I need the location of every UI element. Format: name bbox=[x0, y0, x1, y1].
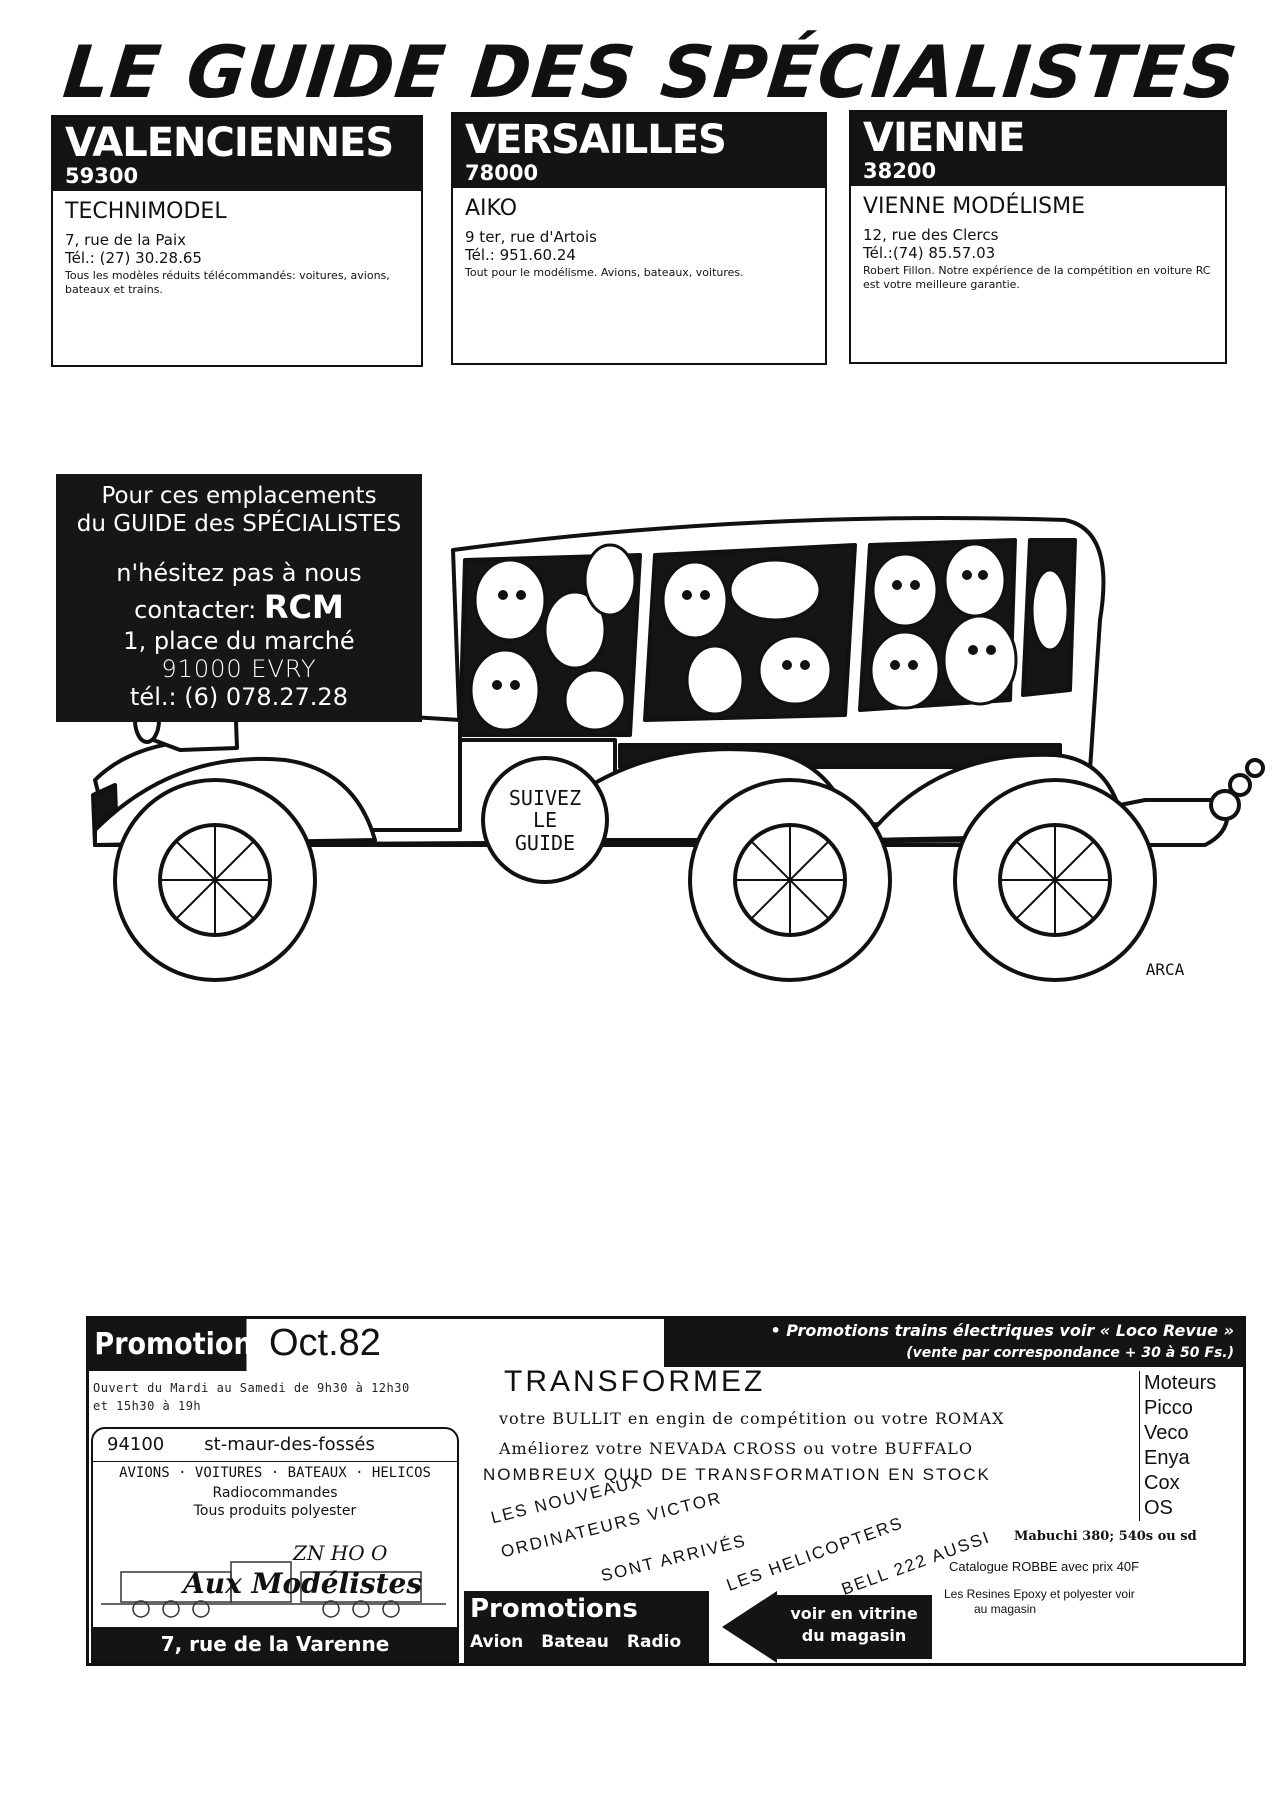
promo-line-c: NOMBREUX QUID DE TRANSFORMATION EN STOCK bbox=[483, 1465, 991, 1484]
promotions-label: Promotions bbox=[89, 1319, 269, 1371]
city-card-versailles: VERSAILLES 78000 AIKO 9 ter, rue d'Artoi… bbox=[451, 112, 827, 365]
city-card-vienne: VIENNE 38200 VIENNE MODÉLISME 12, rue de… bbox=[849, 110, 1227, 364]
motor-item: Veco bbox=[1144, 1422, 1189, 1444]
city-body: AIKO 9 ter, rue d'Artois Tél.: 951.60.24… bbox=[453, 188, 825, 286]
rcm-brand: RCM bbox=[263, 588, 344, 626]
sign-text-1: SUIVEZ bbox=[509, 786, 581, 810]
vitrine-line-2: du magasin bbox=[801, 1626, 907, 1645]
city-header: VIENNE 38200 bbox=[851, 112, 1225, 186]
city-postcode: 38200 bbox=[863, 159, 937, 183]
shop-name: TECHNIMODEL bbox=[65, 199, 227, 224]
shop-postcode: 94100 bbox=[107, 1434, 165, 1455]
shop-description: Tous les modèles réduits télécommandés: … bbox=[65, 269, 390, 296]
city-postcode: 59300 bbox=[65, 164, 139, 188]
shop-description: Robert Fillon. Notre expérience de la co… bbox=[863, 264, 1211, 291]
trains-line-2: (vente par correspondance + 30 à 50 Fs.) bbox=[906, 1345, 1234, 1361]
left-arrow-icon bbox=[722, 1591, 932, 1663]
shop-radio: Radiocommandes bbox=[212, 1485, 338, 1501]
shop-polyester: Tous produits polyester bbox=[193, 1503, 357, 1519]
motor-item: OS bbox=[1144, 1497, 1173, 1519]
shop-phone: Tél.:(74) 85.57.03 bbox=[863, 244, 996, 262]
promo-item: Bateau bbox=[541, 1632, 609, 1652]
motor-item: Cox bbox=[1144, 1472, 1180, 1494]
city-name: VERSAILLES bbox=[465, 117, 727, 163]
sign-text-2: LE bbox=[533, 808, 557, 832]
promo-item: Avion bbox=[470, 1632, 524, 1652]
contact-city: 91000 EVRY bbox=[161, 655, 317, 683]
city-body: TECHNIMODEL 7, rue de la Paix Tél.: (27)… bbox=[53, 191, 421, 303]
handwritten-scales: ZN HO O bbox=[293, 1541, 388, 1565]
resines-line-1: Les Resines Epoxy et polyester voir bbox=[944, 1587, 1135, 1601]
city-name: VALENCIENNES bbox=[65, 120, 394, 166]
contact-line-1: Pour ces emplacements bbox=[101, 483, 377, 509]
shop-address-bar: 7, rue de la Varenne bbox=[93, 1627, 457, 1661]
city-header: VERSAILLES 78000 bbox=[453, 114, 825, 188]
transformez-heading: TRANSFORMEZ bbox=[504, 1365, 766, 1398]
trains-banner: • Promotions trains électriques voir « L… bbox=[664, 1319, 1244, 1367]
shop-address: 9 ter, rue d'Artois bbox=[465, 228, 597, 246]
shop-address: 7, rue de la Paix bbox=[65, 231, 187, 249]
motors-list: Moteurs Picco Veco Enya Cox OS bbox=[1139, 1371, 1244, 1521]
promotions-block-2: Promotions Avion Bateau Radio bbox=[464, 1591, 709, 1663]
promotions-advertisement: Promotions Oct.82 • Promotions trains él… bbox=[86, 1316, 1246, 1666]
shop-name: VIENNE MODÉLISME bbox=[863, 194, 1085, 219]
motor-item: Picco bbox=[1144, 1397, 1193, 1419]
shop-name-script: Aux Modélistes bbox=[183, 1567, 423, 1600]
contact-line-4: contacter: RCM bbox=[56, 590, 422, 627]
promotions-2-items: Avion Bateau Radio bbox=[464, 1627, 709, 1657]
contact-box: Pour ces emplacements du GUIDE des SPÉCI… bbox=[56, 474, 422, 722]
promotions-2-title: Promotions bbox=[470, 1594, 638, 1624]
city-card-valenciennes: VALENCIENNES 59300 TECHNIMODEL 7, rue de… bbox=[51, 115, 423, 367]
city-header: VALENCIENNES 59300 bbox=[53, 117, 421, 191]
shop-phone: Tél.: 951.60.24 bbox=[465, 246, 576, 264]
vitrine-text: voir en vitrine du magasin bbox=[779, 1603, 929, 1647]
promo-item: Radio bbox=[626, 1632, 682, 1652]
contact-address: 1, place du marché bbox=[123, 627, 355, 655]
catalogue-text: Catalogue ROBBE avec prix 40F bbox=[949, 1559, 1140, 1574]
contact-line-2: du GUIDE des SPÉCIALISTES bbox=[76, 511, 402, 537]
contact-prefix: contacter: bbox=[134, 596, 257, 624]
shop-block: 94100 st-maur-des-fossés AVIONS · VOITUR… bbox=[91, 1427, 459, 1663]
trains-line-1: • Promotions trains électriques voir « L… bbox=[770, 1321, 1234, 1340]
sign-text-3: GUIDE bbox=[515, 831, 575, 855]
city-postcode: 78000 bbox=[465, 161, 539, 185]
contact-phone: tél.: (6) 078.27.28 bbox=[130, 683, 348, 711]
shop-categories: AVIONS · VOITURES · BATEAUX · HELICOS bbox=[93, 1461, 457, 1484]
vitrine-line-1: voir en vitrine bbox=[790, 1604, 918, 1623]
shop-location: 94100 st-maur-des-fossés bbox=[93, 1429, 457, 1461]
motors-heading: Moteurs bbox=[1144, 1372, 1217, 1394]
motor-item: Enya bbox=[1144, 1447, 1190, 1469]
promo-line-b: Améliorez votre NEVADA CROSS ou votre BU… bbox=[499, 1439, 973, 1458]
shop-description: Tout pour le modélisme. Avions, bateaux,… bbox=[465, 266, 744, 279]
artist-signature: ARCA bbox=[1146, 960, 1185, 979]
city-name: VIENNE bbox=[863, 115, 1025, 161]
shop-phone: Tél.: (27) 30.28.65 bbox=[65, 249, 202, 267]
shop-town: st-maur-des-fossés bbox=[204, 1434, 375, 1455]
page-title: LE GUIDE DES SPÉCIALISTES bbox=[59, 30, 1242, 114]
hours-line-1: Ouvert du Mardi au Samedi de 9h30 à 12h3… bbox=[93, 1381, 410, 1395]
shop-name: AIKO bbox=[465, 196, 518, 221]
opening-hours: Ouvert du Mardi au Samedi de 9h30 à 12h3… bbox=[93, 1379, 410, 1415]
resines-text: Les Resines Epoxy et polyester voir au m… bbox=[944, 1587, 1135, 1617]
resines-line-2: au magasin bbox=[974, 1602, 1037, 1616]
shop-address: 12, rue des Clercs bbox=[863, 226, 999, 244]
promo-line-a: votre BULLIT en engin de compétition ou … bbox=[499, 1409, 1005, 1428]
locomotive-icon bbox=[101, 1561, 446, 1618]
promo-date: Oct.82 bbox=[269, 1322, 381, 1364]
hours-line-2: et 15h30 à 19h bbox=[93, 1399, 202, 1413]
bus-cartoon-illustration: SUIVEZ LE GUIDE ARCA bbox=[91, 516, 1265, 982]
mabuchi-text: Mabuchi 380; 540s ou sd bbox=[1014, 1529, 1197, 1544]
contact-line-3: n'hésitez pas à nous bbox=[116, 559, 362, 587]
city-body: VIENNE MODÉLISME 12, rue des Clercs Tél.… bbox=[851, 186, 1225, 298]
